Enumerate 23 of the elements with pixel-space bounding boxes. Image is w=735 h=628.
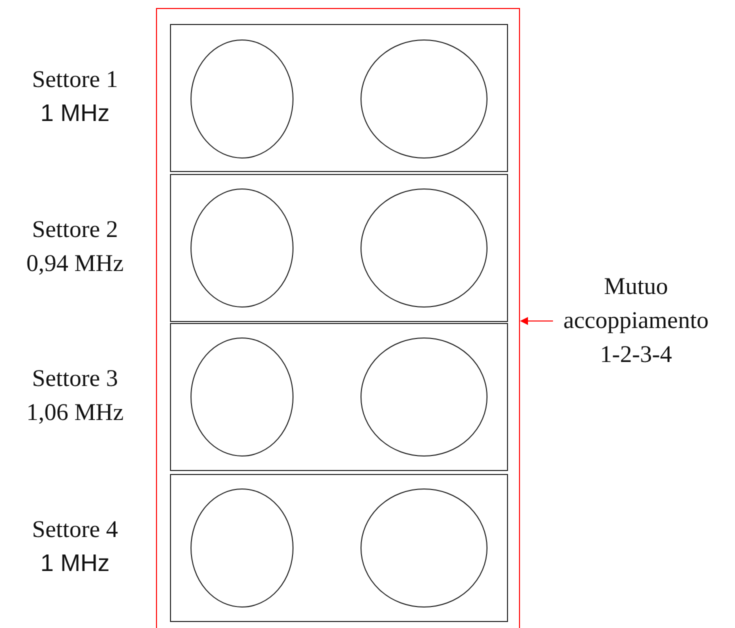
sector-label: Settore 1 bbox=[32, 66, 118, 95]
sector-label: Settore 4 bbox=[32, 516, 118, 545]
circle bbox=[190, 488, 294, 608]
sector-label: 1 MHz bbox=[40, 549, 110, 579]
circle bbox=[360, 488, 488, 608]
arrow bbox=[520, 317, 554, 325]
circle bbox=[360, 39, 488, 159]
sector-label: 0,94 MHz bbox=[26, 250, 124, 279]
sector-box bbox=[170, 323, 508, 471]
sector-box bbox=[170, 174, 508, 322]
sector-label: Settore 3 bbox=[32, 365, 118, 394]
sector-box bbox=[170, 474, 508, 622]
annotation-text: Mutuo accoppiamento 1-2-3-4 bbox=[562, 273, 710, 370]
circle bbox=[190, 188, 294, 308]
sector-label: 1,06 MHz bbox=[26, 399, 124, 428]
circle bbox=[360, 188, 488, 308]
sector-label: Settore 2 bbox=[32, 216, 118, 245]
circle bbox=[360, 337, 488, 457]
circle bbox=[190, 337, 294, 457]
outer-frame bbox=[156, 8, 520, 628]
sector-box bbox=[170, 24, 508, 172]
sector-label: 1 MHz bbox=[40, 99, 110, 129]
circle bbox=[190, 39, 294, 159]
